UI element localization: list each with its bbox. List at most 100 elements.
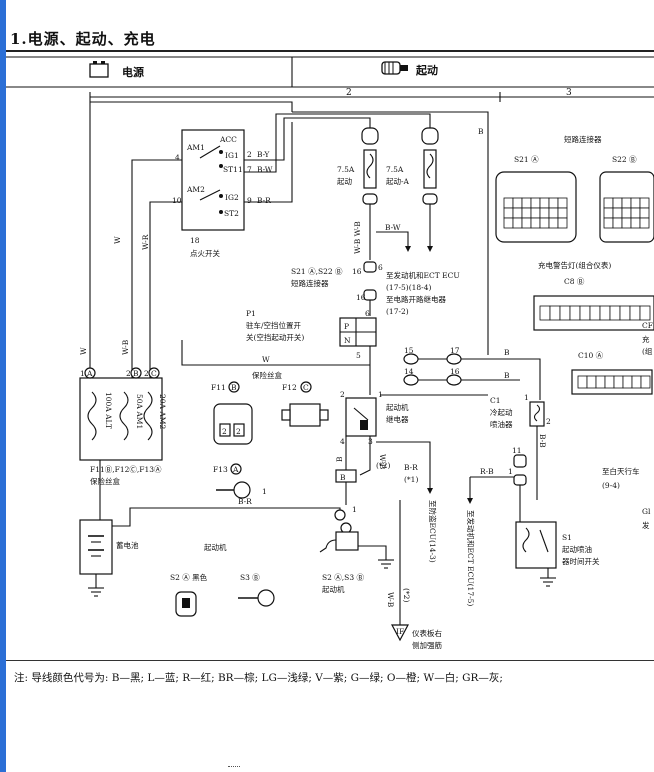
connector-cell xyxy=(639,207,650,219)
ignition-st1: ST1 xyxy=(223,165,238,174)
ignition-pin9: 9 xyxy=(247,196,252,205)
starter-relay-name1: 起动机 xyxy=(386,402,409,412)
part-f13-ring xyxy=(233,481,251,499)
connector-cell xyxy=(521,217,532,229)
wire-relay-wb-label: W-B xyxy=(378,454,387,470)
wire-w-b xyxy=(131,159,182,378)
ignition-ig1: IG1 xyxy=(225,151,239,160)
connector-cell xyxy=(503,217,514,229)
right-fa: 发 xyxy=(642,520,650,530)
connector-cell xyxy=(612,197,623,209)
to-engine-ecu: 至发动机和ECT ECU xyxy=(386,270,460,280)
connector-cell xyxy=(521,197,532,209)
connector-cell xyxy=(539,217,550,229)
relay-star1: (*1) xyxy=(404,475,418,484)
part-cell xyxy=(233,423,245,437)
connector-cell xyxy=(619,305,631,321)
ignition-ig2: IG2 xyxy=(225,193,239,202)
wire-w-label: W xyxy=(113,236,122,244)
fuse-am1-label: 50A AM1 xyxy=(135,394,144,429)
connector-cell xyxy=(503,207,514,219)
wire-wb-vert: W-B xyxy=(386,592,395,608)
ignition-name: 点火开关 xyxy=(190,248,220,258)
fuse2-name: 起动-A xyxy=(386,176,410,186)
connector-cell xyxy=(512,197,523,209)
cold-start-coil xyxy=(533,404,541,422)
connector-cell xyxy=(512,217,523,229)
timer-contact xyxy=(539,529,549,553)
right-c10: C10 Ⓐ xyxy=(578,351,604,360)
connector-cell xyxy=(559,305,571,321)
park-switch-name2: 关(空挡起动开关) xyxy=(246,332,304,342)
right-gl: Gl xyxy=(642,507,651,516)
connector-cell xyxy=(612,217,623,229)
wire-wr-label: W-R xyxy=(141,234,150,250)
ecu-ref: (17-5)(18-4) xyxy=(386,283,431,292)
timer-coil xyxy=(522,527,530,553)
parts-fusebox-name: 保险丝盒 xyxy=(252,370,282,380)
title-rule xyxy=(6,50,654,52)
relay-pin: 2 xyxy=(340,390,345,399)
starter-relay-contact xyxy=(353,407,369,421)
wire-w-park-label: W xyxy=(262,355,270,364)
fuse-alt-label: 100A ALT xyxy=(104,392,113,429)
right-daytime-ref: (9-4) xyxy=(602,481,620,490)
wire-rb-label: R-B xyxy=(480,467,494,476)
connector-cell xyxy=(557,207,568,219)
part-f11-pin2a: 2 xyxy=(222,427,227,436)
arrow xyxy=(467,498,473,504)
battery xyxy=(79,519,113,575)
connector-cell xyxy=(621,207,632,219)
ignition-contact xyxy=(219,150,223,154)
starter-body xyxy=(335,531,359,551)
wire-cold-b-label: B xyxy=(504,348,510,357)
connector-cell xyxy=(621,217,632,229)
fuse2-amp: 7.5A xyxy=(386,165,404,174)
connector-cell xyxy=(512,207,523,219)
starter-section-icon xyxy=(381,61,408,75)
wire-by-label: B-Y xyxy=(257,150,270,159)
timer-switch-box xyxy=(515,521,557,569)
fuse-20a-am2 xyxy=(143,391,153,441)
fusebox-pin1-letter: A xyxy=(86,369,93,378)
c8-connector xyxy=(533,295,654,331)
s21-connector xyxy=(495,171,577,243)
short-connector-top xyxy=(363,261,377,273)
arrow xyxy=(427,246,433,252)
ignition-pin7: 7 xyxy=(247,165,252,174)
starter-name: 起动机 xyxy=(204,542,227,552)
right-warning: 充电警告灯(组合仪表) xyxy=(538,260,611,270)
pin-16: 16 xyxy=(450,367,460,376)
ignition-acc: ACC xyxy=(219,135,237,144)
to-engine-ecu-vert: 至发动机和ECT ECU(17-5) xyxy=(466,510,476,606)
cold-start-pin1: 1 xyxy=(524,393,529,402)
wire-bw-label: B-W xyxy=(257,165,273,174)
wire-relay-br xyxy=(376,441,431,490)
connector-cell xyxy=(586,375,597,389)
wire-w-label: W xyxy=(79,347,88,355)
short-pin16: 16 xyxy=(352,267,362,276)
short-connector-name: 短路连接器 xyxy=(291,278,329,288)
wire-w-park xyxy=(181,340,370,366)
connector-cell xyxy=(630,197,641,209)
fusebox-pin1 xyxy=(84,367,96,379)
to-relay: 至电路开路继电器 xyxy=(386,294,446,304)
connector-cell xyxy=(603,197,614,209)
timer-pin1: 1 xyxy=(508,467,513,476)
wire-bw-branch xyxy=(376,231,409,248)
timer-pin11: 11 xyxy=(512,446,522,455)
ignition-pin2: 2 xyxy=(247,150,252,159)
connector-cell xyxy=(579,305,591,321)
ignition-pin4: 4 xyxy=(175,153,180,162)
section-power-label: 电源 xyxy=(122,65,144,79)
wire-bus xyxy=(90,101,293,112)
wire-wb-label: W-B xyxy=(121,339,130,355)
short-connector-label: S21 Ⓐ,S22 Ⓑ xyxy=(291,267,343,276)
short-pin6: 6 xyxy=(378,263,383,272)
connector-cell xyxy=(595,375,606,389)
connector-cell xyxy=(640,375,651,389)
right-short-connector: 短路连接器 xyxy=(564,134,602,144)
fusebox-name: 保险丝盒 xyxy=(90,476,120,486)
connector-cell xyxy=(503,197,514,209)
